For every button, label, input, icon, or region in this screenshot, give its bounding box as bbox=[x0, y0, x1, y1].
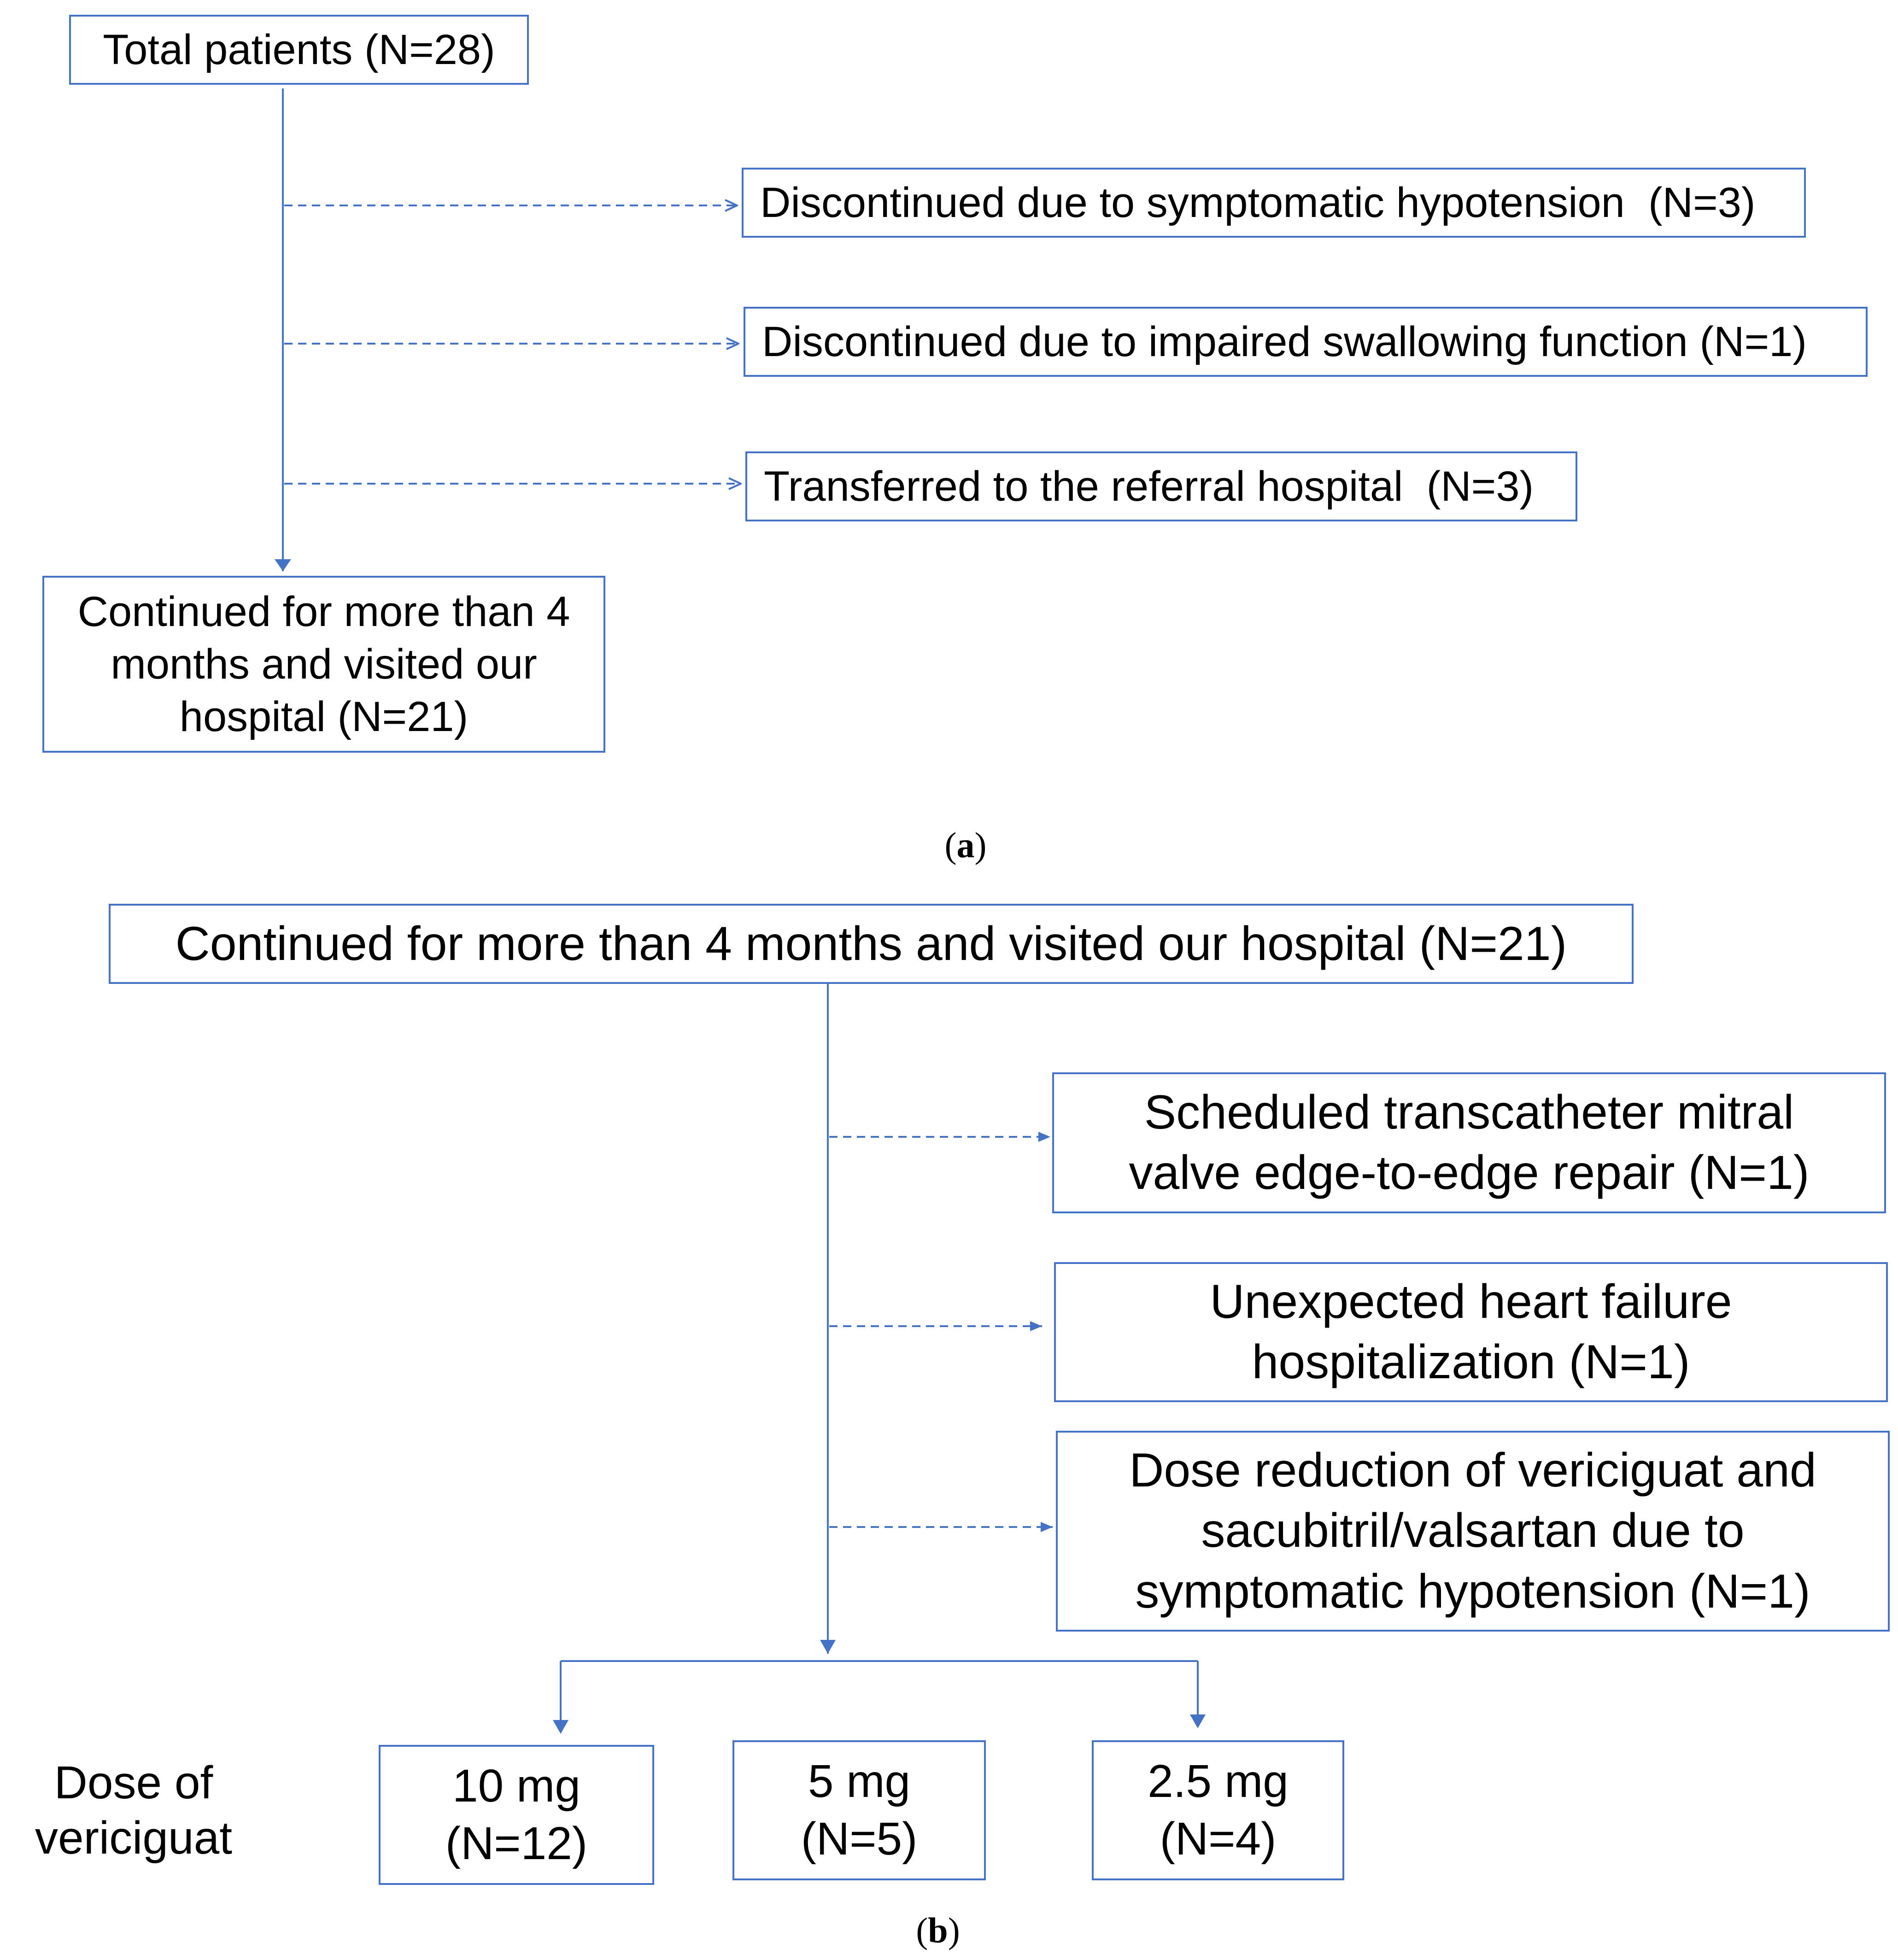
exclusion-text-dose-reduction: Dose reduction of vericiguat and sacubit… bbox=[1129, 1444, 1816, 1618]
continued-box-a: Continued for more than 4 months and vis… bbox=[42, 576, 605, 753]
dose-count-5mg: (N=5) bbox=[801, 1813, 918, 1865]
dose-count-10mg: (N=12) bbox=[445, 1818, 588, 1869]
a-main-arrowhead bbox=[275, 559, 291, 571]
exclusion-box-referral: Transferred to the referral hospital (N=… bbox=[745, 451, 1577, 521]
exclusion-text-hypotension: Discontinued due to symptomatic hypotens… bbox=[760, 179, 1756, 226]
continued-text-b: Continued for more than 4 months and vis… bbox=[175, 917, 1567, 971]
total-patients-text: Total patients (N=28) bbox=[103, 26, 495, 73]
exclusion-text-referral: Transferred to the referral hospital (N=… bbox=[764, 462, 1534, 510]
exclusion-box-teer: Scheduled transcatheter mitral valve edg… bbox=[1052, 1072, 1886, 1213]
exclusion-text-hf-hospitalization: Unexpected heart failure hospitalization… bbox=[1210, 1275, 1732, 1389]
dose-value-5mg: 5 mg bbox=[808, 1755, 911, 1807]
dose-box-10mg: 10 mg (N=12) bbox=[379, 1745, 654, 1885]
dose-box-5mg: 5 mg (N=5) bbox=[732, 1740, 986, 1880]
exclusion-box-hf-hospitalization: Unexpected heart failure hospitalization… bbox=[1054, 1262, 1888, 1402]
exclusion-box-dose-reduction: Dose reduction of vericiguat and sacubit… bbox=[1056, 1431, 1890, 1632]
dose-value-10mg: 10 mg bbox=[452, 1760, 580, 1812]
dose-count-2-5mg: (N=4) bbox=[1160, 1813, 1277, 1865]
panel-label-b: (b) bbox=[916, 1910, 960, 1950]
exclusion-box-swallowing: Discontinued due to impaired swallowing … bbox=[744, 307, 1868, 377]
b-main-arrowhead bbox=[820, 1640, 836, 1654]
exclusion-text-swallowing: Discontinued due to impaired swallowing … bbox=[762, 318, 1807, 365]
exclusion-text-teer: Scheduled transcatheter mitral valve edg… bbox=[1129, 1085, 1810, 1199]
b-branch-left-arrowhead bbox=[553, 1720, 568, 1734]
continued-text-a: Continued for more than 4 months and vis… bbox=[77, 588, 570, 741]
dose-box-2-5mg: 2.5 mg (N=4) bbox=[1092, 1740, 1344, 1880]
continued-box-b: Continued for more than 4 months and vis… bbox=[109, 904, 1634, 984]
total-patients-box: Total patients (N=28) bbox=[69, 15, 529, 85]
exclusion-box-hypotension: Discontinued due to symptomatic hypotens… bbox=[742, 168, 1806, 238]
dose-of-vericiguat-label: Dose of vericiguat bbox=[35, 1757, 232, 1864]
b-branch-right-arrowhead bbox=[1190, 1714, 1206, 1728]
panel-label-a: (a) bbox=[944, 825, 987, 865]
dose-value-2-5mg: 2.5 mg bbox=[1148, 1755, 1289, 1807]
